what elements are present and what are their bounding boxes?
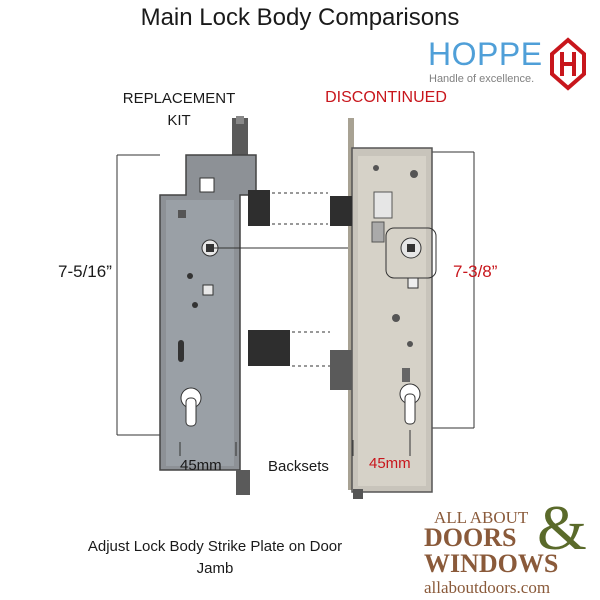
backsets-label: Backsets <box>268 458 329 475</box>
hoppe-tagline: Handle of excellence. <box>429 73 535 85</box>
hoppe-logo-text: HOPPE <box>428 36 543 72</box>
replacement-height-dimension <box>116 154 160 436</box>
retailer-url: allaboutdoors.com <box>424 578 551 597</box>
comparison-guide-lines <box>272 192 330 367</box>
discontinued-label: DISCONTINUED <box>325 89 447 106</box>
replacement-kit-label: REPLACEMENT KIT <box>120 88 238 132</box>
retailer-ampersand: & <box>537 492 587 563</box>
discontinued-height-label: 7-3/8” <box>453 262 498 281</box>
page-title: Main Lock Body Comparisons <box>140 4 460 31</box>
strike-plate-note: Adjust Lock Body Strike Plate on Door Ja… <box>87 538 343 577</box>
discontinued-cylinder-hole <box>399 383 421 425</box>
replacement-lock-body <box>159 116 290 495</box>
retailer-line1: ALL ABOUT <box>434 508 529 527</box>
replacement-cylinder-hole <box>180 387 202 427</box>
retailer-line2: DOORS <box>424 523 517 552</box>
replacement-label-line2: KIT <box>167 112 191 129</box>
replacement-label-line1: REPLACEMENT <box>122 90 236 107</box>
replacement-backset-label: 45mm <box>180 457 222 474</box>
replacement-height-label: 7-5/16” <box>58 262 112 281</box>
retailer-line3: WINDOWS <box>424 549 559 578</box>
discontinued-backset-label: 45mm <box>369 455 411 472</box>
discontinued-backset-dimension <box>352 430 411 456</box>
discontinued-lock-body <box>330 118 437 499</box>
hoppe-h-hexagon-icon <box>550 37 586 91</box>
discontinued-height-dimension <box>430 151 475 429</box>
replacement-backset-dimension <box>179 442 237 456</box>
